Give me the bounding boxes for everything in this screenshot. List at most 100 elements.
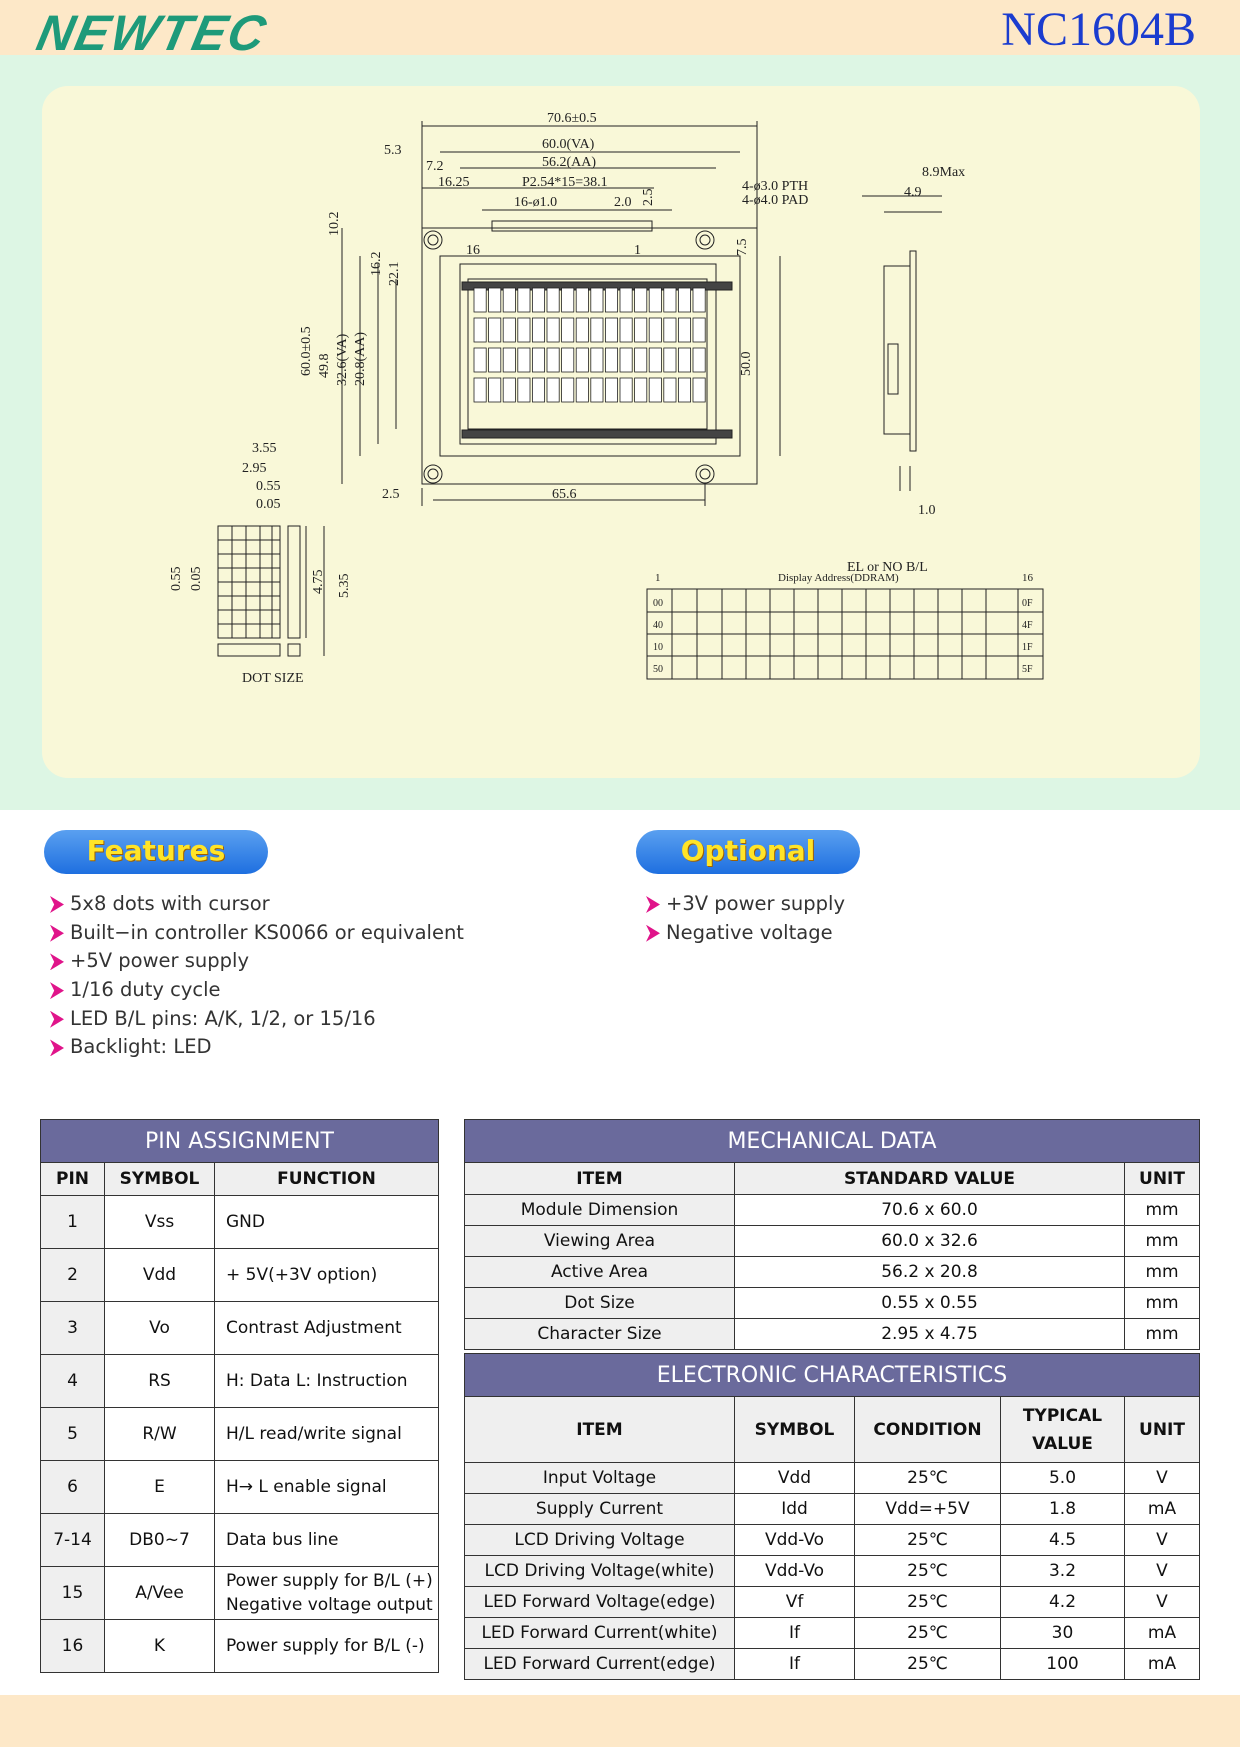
dim-60-0: 60.0±0.5 [299,326,314,376]
lcd-char-cell [692,287,706,313]
header-bar: NEWTEC NC1604B [0,0,1240,61]
lcd-char-cell [619,287,633,313]
lcd-char-cell [692,347,706,373]
lcd-char-cell [678,287,692,313]
lcd-char-cell [546,377,560,403]
dim-2-5-v: 2.5 [641,189,656,207]
pin-16-label: 16 [466,243,480,258]
mechanical-data-table: MECHANICAL DATA ITEM STANDARD VALUE UNIT… [464,1119,1200,1350]
lcd-char-cell [575,377,589,403]
lcd-char-cell [531,287,545,313]
dim-pth: 4-ø3.0 PTH [742,179,808,194]
unit-col-header: UNIT [1124,1396,1200,1463]
lcd-char-cell [546,347,560,373]
lcd-char-cell [619,377,633,403]
dim-va-32: 32.6(VA) [335,333,350,386]
lcd-char-cell [575,317,589,343]
lcd-char-cell [575,287,589,313]
footer-bar [0,1695,1240,1747]
lcd-char-cell [517,287,531,313]
lcd-char-cell [678,377,692,403]
bullet-icon [50,953,64,971]
lcd-char-cell [473,317,487,343]
bullet-icon [50,896,64,913]
lcd-char-cell [517,377,531,403]
lcd-char-cell [678,317,692,343]
bullet-icon [50,1010,64,1028]
lcd-char-cell [605,287,619,313]
lcd-char-cell [473,287,487,313]
lcd-char-cell [648,347,662,373]
dim-pad: 4-ø4.0 PAD [742,193,808,208]
ddram-col-first: 1 [655,572,661,584]
ddram-row-end: 4F [1022,620,1033,631]
lcd-char-cell [663,377,677,403]
dim-va-60: 60.0(VA) [542,137,595,152]
dim-pitch: P2.54*15=38.1 [522,175,608,190]
item-col-header: ITEM [464,1162,735,1195]
lcd-char-cell [546,317,560,343]
lcd-char-cell [502,287,516,313]
feature-item: Built−in controller KS0066 or equivalent [48,919,464,948]
dim-aa-56: 56.2(AA) [542,155,596,170]
lcd-char-cell [502,377,516,403]
ddram-row-start: 40 [653,620,663,631]
item-col-header: ITEM [464,1396,735,1463]
dim-aa-20: 20.8(AA) [353,332,368,386]
mechanical-drawing: 70.6±0.5 60.0(VA) 56.2(AA) 5.3 7.2 16.25… [169,111,1044,686]
ddram-row-start: 50 [653,664,663,675]
condition-col-header: CONDITION [854,1396,1001,1463]
lcd-char-cell [488,377,502,403]
lcd-char-cell [590,347,604,373]
lcd-char-cell [605,317,619,343]
pin-table-title: PIN ASSIGNMENT [40,1119,439,1163]
function-col-header: FUNCTION [214,1162,439,1196]
unit-col-header: UNIT [1124,1162,1200,1195]
model-number: NC1604B [1001,3,1196,56]
dim-0-05-b: 0.05 [189,567,204,592]
feature-item: Backlight: LED [48,1033,464,1062]
lcd-char-cell [678,347,692,373]
dim-0-55-a: 0.55 [256,479,281,494]
brand-logo: NEWTEC [32,5,273,61]
lcd-char-cell [692,317,706,343]
dim-16-2: 16.2 [369,252,384,277]
pin-col-header: PIN [40,1162,105,1196]
lcd-char-cell [634,317,648,343]
lcd-char-cell [531,377,545,403]
lcd-char-cell [605,377,619,403]
lcd-char-cell [663,347,677,373]
bullet-icon [50,924,64,942]
module-outline [421,227,758,485]
lcd-char-cell [502,317,516,343]
lcd-char-cell [517,347,531,373]
feature-item: 1/16 duty cycle [48,976,464,1005]
dim-7-5: 7.5 [735,239,750,257]
lcd-char-cell [634,347,648,373]
dim-5-3: 5.3 [384,143,402,158]
bullet-icon [646,924,660,942]
dim-2-5-h: 2.5 [382,487,400,502]
dim-8-9: 8.9Max [922,165,965,180]
bullet-icon [646,896,660,913]
lcd-char-cell [692,377,706,403]
lcd-char-cell [605,347,619,373]
lcd-char-cell [590,287,604,313]
lcd-char-cell [619,347,633,373]
bl-type: EL or NO B/L [847,560,928,575]
lcd-char-cell [663,287,677,313]
feature-item: LED B/L pins: A/K, 1/2, or 15/16 [48,1005,464,1034]
dim-4-9: 4.9 [904,185,922,200]
feature-item: 5x8 dots with cursor [48,890,464,919]
